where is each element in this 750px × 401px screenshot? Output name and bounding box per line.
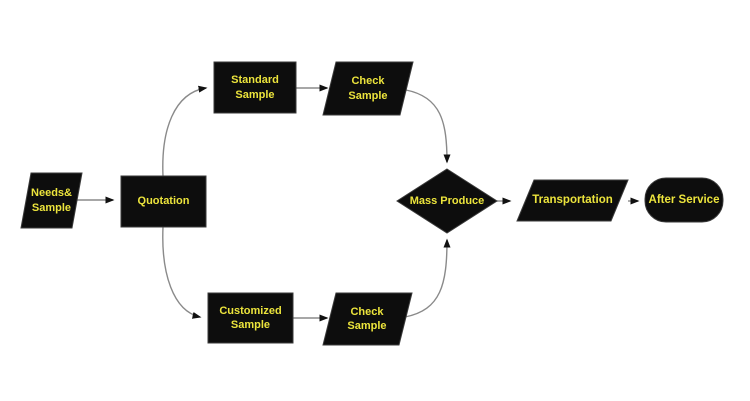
- needs-sample-shape: [20, 172, 83, 229]
- check-sample-bottom-shape: [322, 292, 413, 346]
- check-sample-top-shape: [322, 61, 414, 116]
- mass-produce-shape: [396, 168, 498, 234]
- edge-checktop-to-massproduce: [405, 89, 451, 164]
- edge-quotation-to-customized: [162, 226, 202, 319]
- after-service-shape: [644, 177, 724, 223]
- customized-sample-shape: [207, 292, 294, 344]
- edge-quotation-to-standard: [162, 85, 208, 177]
- standard-sample-shape: [213, 61, 297, 114]
- edge-checkbottom-to-massproduce: [404, 238, 451, 318]
- quotation-shape: [120, 175, 207, 228]
- transportation-shape: [516, 179, 629, 222]
